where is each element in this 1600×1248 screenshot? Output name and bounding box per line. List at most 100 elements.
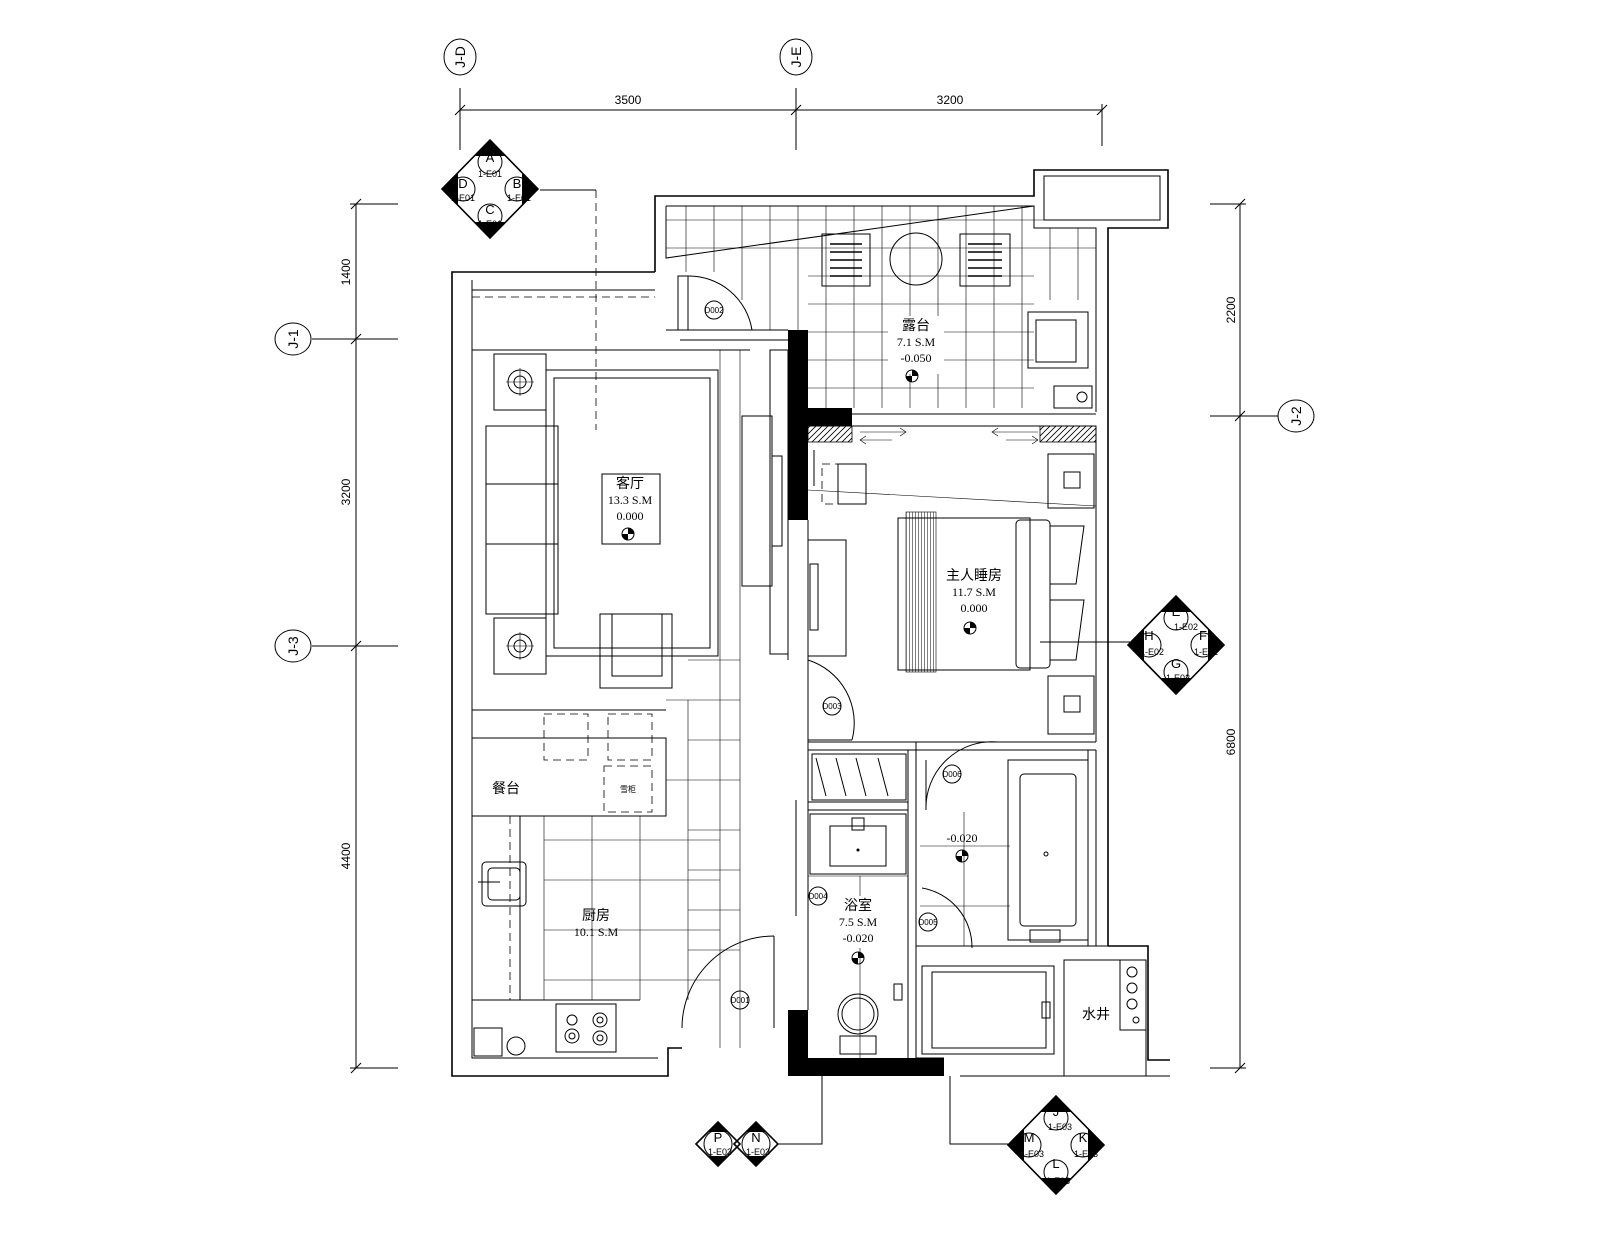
- svg-text:D003: D003: [822, 702, 842, 711]
- svg-text:F: F: [1199, 628, 1207, 643]
- master-level: 0.000: [961, 601, 988, 615]
- svg-text:M: M: [1024, 1130, 1035, 1145]
- sofa: [485, 425, 559, 615]
- section-p-letter: P: [714, 1130, 723, 1145]
- dim-left-3200: 3200: [339, 478, 353, 505]
- balcony-area: 7.1 S.M: [897, 335, 936, 349]
- svg-text:G: G: [1171, 656, 1181, 671]
- svg-text:J-2: J-2: [1288, 406, 1304, 426]
- svg-text:B: B: [513, 176, 522, 191]
- stove: [555, 1003, 617, 1053]
- balcony-round-table: [889, 232, 943, 286]
- living-area: 13.3 S.M: [608, 493, 653, 507]
- bath-name: 浴室: [844, 897, 872, 914]
- bath-level-2: -0.020: [947, 831, 978, 845]
- dim-top-3200: 3200: [937, 93, 964, 107]
- elevation-symbol-efgh: E F G H 1-E02 1-E02 1-E02 1-E02: [1126, 594, 1226, 696]
- svg-text:1-E03: 1-E03: [1020, 1149, 1044, 1159]
- level-marker-icon: [963, 621, 977, 635]
- balcony-chair-left: [821, 233, 871, 287]
- bathtub: [1007, 759, 1089, 941]
- balcony-level: -0.050: [901, 351, 932, 365]
- balcony-room: 露台 7.1 S.M -0.050: [666, 206, 1096, 445]
- grid-and-dimensions: 3500 3200 1400 3200 4400 2200 6800 J-D J…: [274, 38, 1315, 1074]
- svg-text:1-E01: 1-E01: [451, 193, 475, 203]
- chair-slats-right: [968, 243, 1002, 277]
- level-marker-icon: [621, 527, 635, 541]
- sliding-door-arrows: [859, 427, 1039, 445]
- wardrobe: [807, 539, 847, 657]
- basin-counter: [809, 813, 907, 875]
- shower-tray: [921, 965, 1055, 1055]
- door-tag-d005: D005: [918, 912, 938, 932]
- kitchen-floor-tiles: [543, 659, 740, 1000]
- living-room: 客厅 13.3 S.M 0.000: [472, 189, 789, 1048]
- svg-text:D004: D004: [808, 892, 828, 901]
- level-marker-icon: [955, 849, 969, 863]
- dim-left-1400: 1400: [339, 258, 353, 285]
- fridge-label: 雪柜: [620, 784, 636, 794]
- dining-kitchen: 雪柜 餐台 厨房: [471, 659, 775, 1057]
- section-p-ref: 1-E03: [708, 1147, 732, 1157]
- armchair: [599, 613, 673, 689]
- water-well: 水井: [1063, 959, 1147, 1077]
- dim-left-4400: 4400: [339, 842, 353, 869]
- svg-text:1-E01: 1-E01: [478, 169, 502, 179]
- svg-text:E: E: [1172, 604, 1181, 619]
- side-table-top: [493, 353, 547, 411]
- svg-text:J-3: J-3: [285, 636, 301, 656]
- grid-bubble-j-1: J-1: [274, 322, 312, 356]
- kitchen-bin: [473, 1027, 503, 1057]
- nightstand-bottom: [1047, 675, 1095, 735]
- dim-right-2200: 2200: [1224, 296, 1238, 323]
- door-tag-d004: D004: [808, 886, 828, 906]
- svg-text:D006: D006: [942, 770, 962, 779]
- tv-cabinet: [741, 415, 773, 587]
- door-tag-d001: D001: [730, 990, 750, 1010]
- svg-text:D001: D001: [730, 996, 750, 1005]
- svg-text:1-E02: 1-E02: [1174, 622, 1198, 632]
- svg-text:J-D: J-D: [452, 46, 468, 68]
- grid-bubble-j-e: J-E: [779, 38, 813, 76]
- svg-text:1-E01: 1-E01: [478, 219, 502, 229]
- svg-text:D005: D005: [918, 918, 938, 927]
- nightstand-top: [1047, 453, 1095, 509]
- section-marker-pn: P N 1-E03 1-E03: [694, 1076, 823, 1168]
- svg-text:1-E01: 1-E01: [507, 193, 531, 203]
- dim-right-6800: 6800: [1224, 728, 1238, 755]
- balcony-washer: [1027, 311, 1089, 369]
- door-tag-d002: D002: [704, 300, 724, 320]
- chair-slats-left: [830, 243, 862, 277]
- fridge-outline: [603, 765, 653, 813]
- dining-counter: [471, 737, 667, 817]
- svg-text:L: L: [1052, 1156, 1059, 1171]
- door-tag-d006: D006: [942, 764, 962, 784]
- svg-text:K: K: [1079, 1130, 1088, 1145]
- kitchen-name: 厨房: [582, 908, 610, 924]
- svg-text:D: D: [458, 176, 467, 191]
- svg-text:D002: D002: [704, 306, 724, 315]
- elevation-symbol-jklm: J K L M 1-E03 1-E03 1-E03 1-E03: [949, 1076, 1106, 1196]
- toilet: [837, 993, 879, 1035]
- svg-text:1-E03: 1-E03: [1048, 1122, 1072, 1132]
- grid-bubble-j-d: J-D: [443, 38, 477, 76]
- grid-bubble-j-2: J-2: [1277, 399, 1315, 433]
- grid-bubble-j-3: J-3: [274, 629, 312, 663]
- kitchen-sink: [481, 861, 527, 907]
- door-balcony: D002: [666, 275, 788, 341]
- section-n-ref: 1-E03: [746, 1147, 770, 1157]
- svg-text:J-1: J-1: [285, 329, 301, 349]
- dim-top-3500: 3500: [615, 93, 642, 107]
- kitchen-area: 10.1 S.M: [574, 925, 619, 939]
- balcony-name: 露台: [902, 318, 930, 334]
- svg-text:1-E03: 1-E03: [1046, 1176, 1070, 1186]
- master-name: 主人睡房: [946, 568, 1002, 584]
- svg-text:1-E02: 1-E02: [1140, 647, 1164, 657]
- svg-text:H: H: [1144, 628, 1153, 643]
- door-tag-d003: D003: [822, 696, 842, 716]
- elevation-symbol-abcd: A B C D 1-E01 1-E01 1-E01 1-E01: [440, 138, 596, 240]
- svg-text:J-E: J-E: [788, 47, 804, 68]
- balcony-chair-right: [959, 233, 1011, 287]
- bed: [897, 517, 1031, 671]
